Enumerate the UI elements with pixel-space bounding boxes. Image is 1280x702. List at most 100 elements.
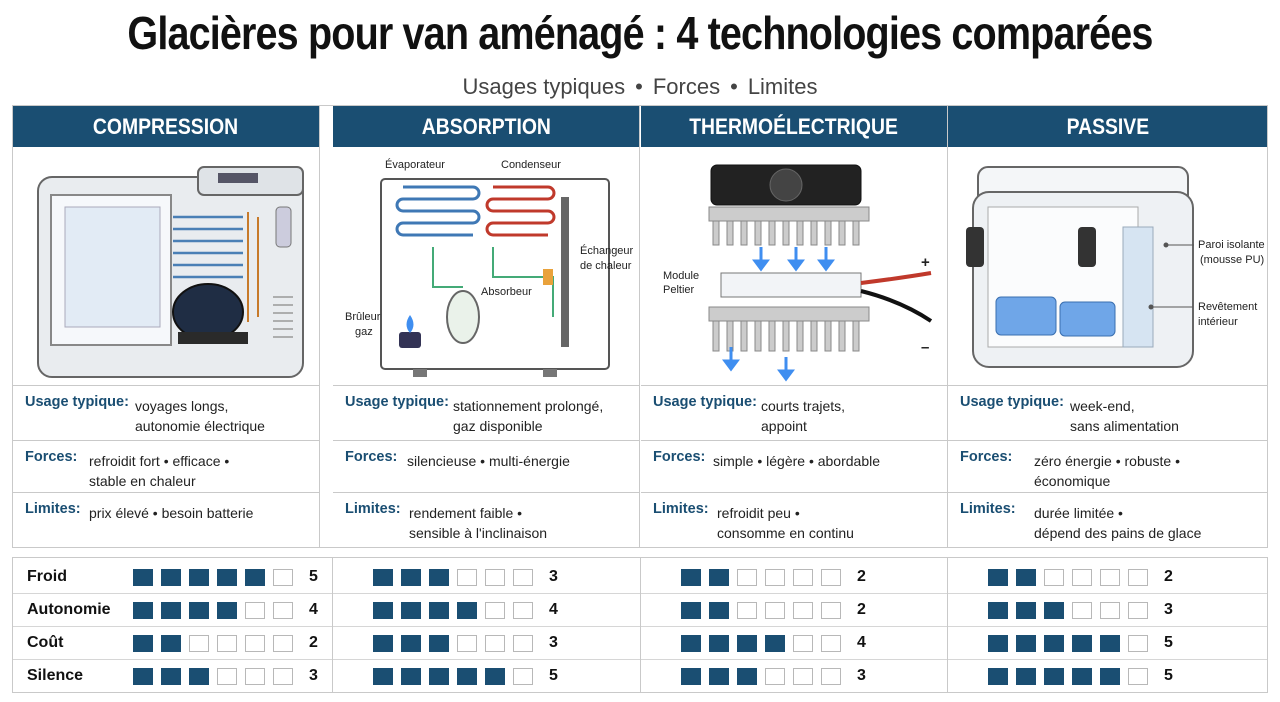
rating-square-filled bbox=[988, 635, 1008, 652]
rating-value: 2 bbox=[1164, 568, 1173, 585]
compression-fridge-illustration bbox=[13, 147, 319, 386]
rating-square-empty bbox=[457, 569, 477, 586]
rating-square-empty bbox=[1072, 569, 1092, 586]
forces-label: Forces: bbox=[653, 449, 706, 465]
rating-square-filled bbox=[161, 668, 181, 685]
rating-square-filled bbox=[681, 668, 701, 685]
limits-line: refroidit peu • bbox=[717, 505, 800, 521]
passive-cooler-illustration: Paroi isolante (mousse PU) Revêtement in… bbox=[948, 147, 1267, 386]
usage-line: week-end, bbox=[1070, 398, 1135, 414]
rating-value: 3 bbox=[1164, 601, 1173, 618]
limits-line: sensible à l'inclinaison bbox=[409, 525, 548, 541]
rating-square-filled bbox=[373, 602, 393, 619]
limits-line: prix élevé • besoin batterie bbox=[89, 505, 254, 521]
usage-line: autonomie électrique bbox=[135, 418, 265, 434]
forces-label: Forces: bbox=[345, 449, 398, 465]
usage-label: Usage typique: bbox=[653, 394, 757, 410]
forces-value: simple • légère • abordable bbox=[713, 451, 880, 471]
rating-value: 5 bbox=[309, 568, 318, 585]
forces-line: économique bbox=[1034, 473, 1111, 489]
usage-row: Usage typique: voyages longs,autonomie é… bbox=[13, 386, 319, 441]
usage-line: courts trajets, bbox=[761, 398, 846, 414]
rating-square-empty bbox=[513, 668, 533, 685]
rating-value: 3 bbox=[857, 667, 866, 684]
limits-value: durée limitée •dépend des pains de glace bbox=[1034, 503, 1201, 543]
usage-row: Usage typique: courts trajets,appoint bbox=[641, 386, 947, 441]
limits-row: Limites: prix élevé • besoin batterie bbox=[13, 493, 319, 547]
rating-square-empty bbox=[1128, 602, 1148, 619]
rating-value: 2 bbox=[857, 601, 866, 618]
rating-square-filled bbox=[133, 602, 153, 619]
forces-row: Forces: simple • légère • abordable bbox=[641, 441, 947, 493]
rating-criterion-label: Froid bbox=[27, 568, 67, 585]
rating-square-filled bbox=[1072, 635, 1092, 652]
rating-square-empty bbox=[737, 569, 757, 586]
label-coating-2: intérieur bbox=[1198, 316, 1238, 328]
limits-value: rendement faible •sensible à l'inclinais… bbox=[409, 503, 547, 543]
rating-square-filled bbox=[217, 602, 237, 619]
rating-square-filled bbox=[988, 569, 1008, 586]
limits-label: Limites: bbox=[653, 501, 709, 517]
subtitle-usage: Usages typiques bbox=[462, 74, 626, 99]
rating-square-filled bbox=[457, 602, 477, 619]
forces-label: Forces: bbox=[960, 449, 1013, 465]
rating-square-empty bbox=[457, 635, 477, 652]
rating-square-filled bbox=[1100, 635, 1120, 652]
rating-square-filled bbox=[245, 569, 265, 586]
rating-value: 4 bbox=[309, 601, 318, 618]
rating-square-empty bbox=[1100, 569, 1120, 586]
column-passive: PASSIVE Paroi isolante (mousse PU) Revêt… bbox=[948, 106, 1267, 547]
rating-square-filled bbox=[709, 602, 729, 619]
rating-criterion-label: Silence bbox=[27, 667, 84, 684]
usage-row: Usage typique: stationnement prolongé, ga… bbox=[333, 386, 639, 441]
rating-row: 5 bbox=[948, 627, 1267, 660]
usage-label: Usage typique: bbox=[345, 394, 449, 410]
rating-square-empty bbox=[217, 668, 237, 685]
rating-value: 4 bbox=[857, 634, 866, 651]
rating-square-filled bbox=[681, 569, 701, 586]
limits-label: Limites: bbox=[345, 501, 401, 517]
forces-value: zéro énergie • robuste • économique bbox=[1034, 451, 1180, 491]
label-wall-1: Paroi isolante bbox=[1198, 239, 1265, 251]
limits-line: durée limitée • bbox=[1034, 505, 1123, 521]
rating-criterion-label: Coût bbox=[27, 634, 64, 651]
limits-row: Limites: refroidit peu •consomme en cont… bbox=[641, 493, 947, 547]
column-absorption: ABSORPTION Évaporateu bbox=[333, 106, 640, 547]
rating-square-empty bbox=[1100, 602, 1120, 619]
rating-square-filled bbox=[429, 668, 449, 685]
rating-square-filled bbox=[133, 569, 153, 586]
forces-line: simple • légère • abordable bbox=[713, 453, 881, 469]
usage-line: stationnement prolongé, bbox=[453, 398, 604, 414]
usage-line: gaz disponible bbox=[453, 418, 543, 434]
rating-square-filled bbox=[765, 635, 785, 652]
rating-square-empty bbox=[765, 602, 785, 619]
forces-row: Forces: silencieuse • multi-énergie bbox=[333, 441, 639, 493]
forces-row: Forces: zéro énergie • robuste • économiq… bbox=[948, 441, 1267, 493]
rating-square-empty bbox=[189, 635, 209, 652]
subtitle-forces: Forces bbox=[652, 74, 721, 99]
subtitle-separator: • bbox=[635, 74, 643, 99]
rating-row: 3 bbox=[333, 627, 640, 660]
rating-row: 3 bbox=[641, 660, 947, 693]
column-header: PASSIVE bbox=[948, 106, 1267, 147]
rating-square-empty bbox=[765, 569, 785, 586]
forces-row: Forces: refroidit fort • efficace •stabl… bbox=[13, 441, 319, 493]
rating-square-filled bbox=[737, 635, 757, 652]
usage-label: Usage typique: bbox=[25, 394, 129, 410]
forces-line: zéro énergie • robuste • bbox=[1034, 453, 1180, 469]
rating-square-empty bbox=[1072, 602, 1092, 619]
rating-square-filled bbox=[485, 668, 505, 685]
absorption-diagram: Évaporateur Condenseur Échangeur de chal… bbox=[333, 147, 639, 386]
rating-square-filled bbox=[401, 569, 421, 586]
rating-value: 5 bbox=[1164, 634, 1173, 651]
forces-line: refroidit fort • efficace • bbox=[89, 453, 230, 469]
rating-square-filled bbox=[988, 602, 1008, 619]
rating-square-empty bbox=[273, 668, 293, 685]
page-subtitle: Usages typiques•Forces•Limites bbox=[0, 74, 1280, 100]
